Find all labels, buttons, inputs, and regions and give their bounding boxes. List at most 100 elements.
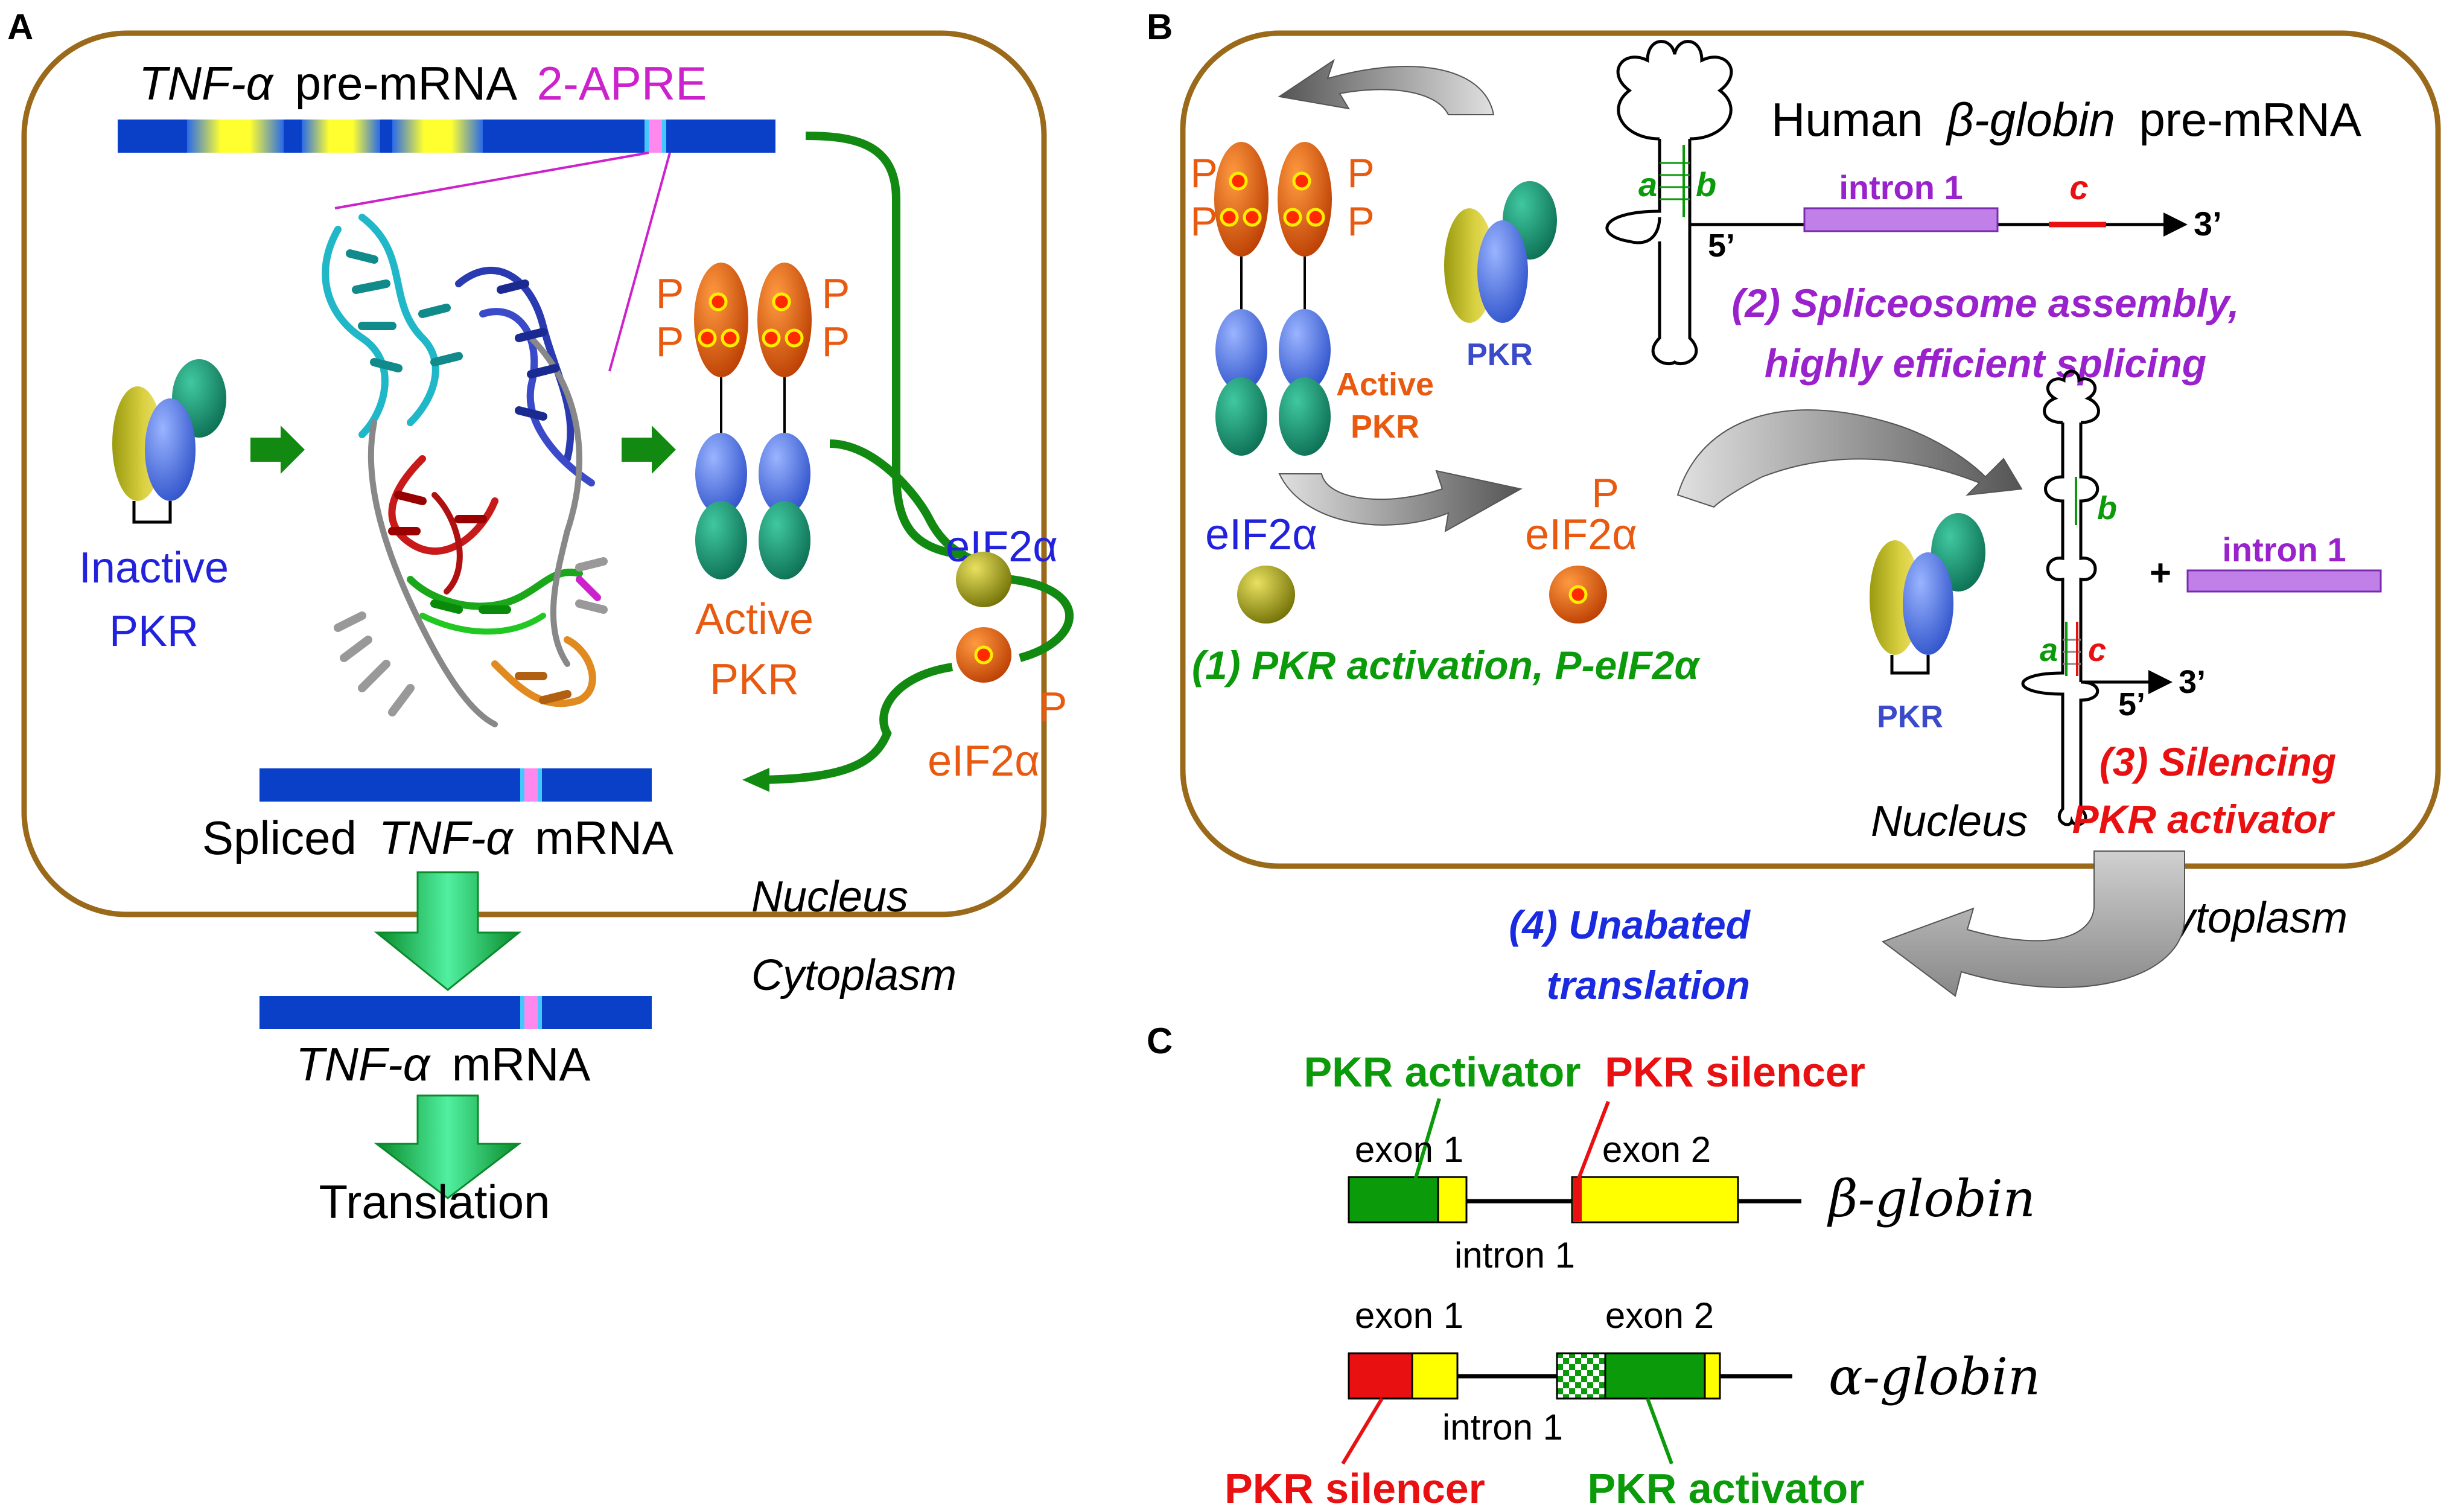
three-prime-spliced: 3’ bbox=[2179, 664, 2206, 700]
phospho-p-3: P bbox=[822, 270, 850, 317]
phospho-p-1: P bbox=[656, 270, 684, 317]
pkr-b-top-label: PKR bbox=[1466, 337, 1533, 372]
beta-silencer-label: PKR silencer bbox=[1605, 1048, 1865, 1096]
beta-intron1-label: intron 1 bbox=[1454, 1235, 1575, 1275]
beta-activator-label: PKR activator bbox=[1304, 1048, 1581, 1096]
beta-activator-pointer bbox=[1413, 1098, 1441, 1181]
plus-sign: + bbox=[2150, 552, 2171, 594]
arrow-activation-1 bbox=[250, 426, 305, 474]
spliced-mrna-label: Spliced TNF-α mRNA bbox=[202, 811, 673, 864]
inactive-pkr bbox=[112, 359, 226, 524]
arrow-eif-phosph bbox=[998, 574, 1074, 662]
alpha-silencer-pointer bbox=[1341, 1397, 1384, 1465]
p-eif2a-dot-b bbox=[1568, 585, 1588, 604]
eif2a-label-a-bottom: eIF2α bbox=[928, 737, 1040, 785]
tnf-mrna-label: TNF-α mRNA bbox=[296, 1038, 590, 1091]
cytoplasm-label-a: Cytoplasm bbox=[751, 951, 957, 1000]
curved-arrow-activation bbox=[1278, 470, 1523, 532]
arrow-head-spliced bbox=[742, 768, 769, 792]
curved-arrow-top bbox=[1278, 59, 1495, 115]
active-pkr-label-2: PKR bbox=[710, 656, 799, 704]
arrow-activation-2 bbox=[622, 426, 676, 474]
label-b-spliced: b bbox=[2097, 490, 2117, 526]
alpha-activator-pointer bbox=[1646, 1397, 1673, 1465]
step3-line2: PKR activator bbox=[2072, 797, 2335, 841]
b-active-pkr-label-1: Active bbox=[1336, 366, 1434, 403]
b-phospho-p-2: P bbox=[1190, 199, 1217, 244]
beta-exon2-label: exon 2 bbox=[1602, 1129, 1711, 1170]
active-pkr-b bbox=[1214, 142, 1332, 456]
curved-arrow-splicing bbox=[1676, 409, 2023, 508]
phospho-p-4: P bbox=[822, 318, 850, 365]
beta-globin-title: Human β-globin pre-mRNA bbox=[1771, 93, 2361, 146]
rna-3d-structure bbox=[322, 214, 608, 727]
three-prime-top: 3’ bbox=[2194, 205, 2222, 243]
stem-label-a: a bbox=[1638, 165, 1657, 203]
step4-line1: (4) Unabated bbox=[1509, 902, 1751, 947]
intron1-bar-top bbox=[1803, 207, 1999, 232]
beta-silencer-pointer bbox=[1576, 1100, 1610, 1181]
step2-line2: highly efficient splicing bbox=[1765, 341, 2206, 386]
label-a-spliced: a bbox=[2040, 632, 2058, 668]
intron1-label-released: intron 1 bbox=[2222, 531, 2346, 569]
tnf-mrna-bar bbox=[259, 996, 652, 1029]
step4-line2: translation bbox=[1547, 963, 1750, 1007]
p-eif2a-p-a: P bbox=[1039, 683, 1068, 730]
pkr-b-bottom bbox=[1870, 513, 1985, 675]
five-prime-top: 5’ bbox=[1708, 228, 1735, 264]
alpha-globin-gene-label: α-globin bbox=[1829, 1347, 2040, 1406]
inactive-pkr-label-1: Inactive bbox=[79, 544, 229, 592]
inactive-pkr-label-2: PKR bbox=[109, 607, 199, 656]
pkr-b-top bbox=[1444, 181, 1557, 323]
b-phospho-p-1: P bbox=[1190, 150, 1217, 196]
panel-b-letter: B bbox=[1147, 7, 1173, 47]
b-active-pkr-label-2: PKR bbox=[1351, 409, 1419, 445]
beta-globin-gene-label: β-globin bbox=[1827, 1169, 2036, 1228]
alpha-silencer-label: PKR silencer bbox=[1224, 1465, 1485, 1509]
b-phospho-p-4: P bbox=[1347, 199, 1374, 244]
nucleus-label-b: Nucleus bbox=[1871, 797, 2028, 846]
nucleus-label-a: Nucleus bbox=[751, 873, 908, 921]
beta-globin-stemloop-spliced bbox=[2021, 369, 2173, 826]
label-c-spliced: c bbox=[2088, 632, 2106, 668]
eif2a-sphere-b bbox=[1237, 566, 1295, 624]
stem-label-b: b bbox=[1696, 165, 1716, 203]
alpha-globin-gene bbox=[1348, 1352, 1792, 1400]
pkr-b-bottom-label: PKR bbox=[1877, 700, 1943, 735]
step1-label: (1) PKR activation, P-eIF2α bbox=[1192, 643, 1701, 688]
export-arrow bbox=[374, 871, 522, 991]
alpha-exon2-label: exon 2 bbox=[1605, 1295, 1714, 1336]
tnf-premrna-bar bbox=[118, 120, 775, 153]
label-c-top: c bbox=[2069, 168, 2088, 206]
zoom-line-left bbox=[334, 152, 649, 209]
active-pkr-a bbox=[694, 263, 812, 579]
eif2a-sphere-a bbox=[956, 552, 1011, 607]
eif2a-label-b-left: eIF2α bbox=[1205, 511, 1317, 559]
spliced-mrna-bar bbox=[259, 768, 652, 802]
panel-a-letter: A bbox=[7, 7, 33, 47]
arrow-pkr-to-eif bbox=[829, 439, 979, 566]
alpha-exon1-label: exon 1 bbox=[1355, 1295, 1463, 1336]
export-arrow-b bbox=[1881, 850, 2185, 997]
b-eif-p: P bbox=[1591, 470, 1619, 516]
tnf-premrna-title: TNF-α pre-mRNA 2-APRE bbox=[139, 57, 707, 110]
arrow-eif-to-spliced bbox=[760, 663, 953, 784]
intron1-bar-released bbox=[2186, 569, 2382, 593]
panel-c-letter: C bbox=[1147, 1021, 1173, 1061]
active-pkr-label-1: Active bbox=[695, 595, 813, 643]
p-eif2a-dot-a bbox=[974, 645, 993, 665]
five-prime-spliced: 5’ bbox=[2118, 686, 2145, 723]
nucleus-boundary-b bbox=[1180, 30, 2441, 869]
eif2a-label-b-right: eIF2α bbox=[1525, 511, 1637, 559]
phospho-p-2: P bbox=[656, 318, 684, 365]
alpha-activator-label: PKR activator bbox=[1587, 1465, 1864, 1509]
step2-line1: (2) Spliceosome assembly, bbox=[1731, 281, 2239, 325]
arrow-premrna-to-eif bbox=[805, 132, 966, 560]
beta-globin-gene bbox=[1348, 1176, 1801, 1223]
intron1-label-top: intron 1 bbox=[1839, 168, 1963, 206]
alpha-intron1-label: intron 1 bbox=[1442, 1407, 1563, 1447]
zoom-line-right bbox=[608, 152, 671, 372]
beta-exon1-label: exon 1 bbox=[1355, 1129, 1463, 1170]
nucleus-boundary-a bbox=[21, 30, 1047, 917]
